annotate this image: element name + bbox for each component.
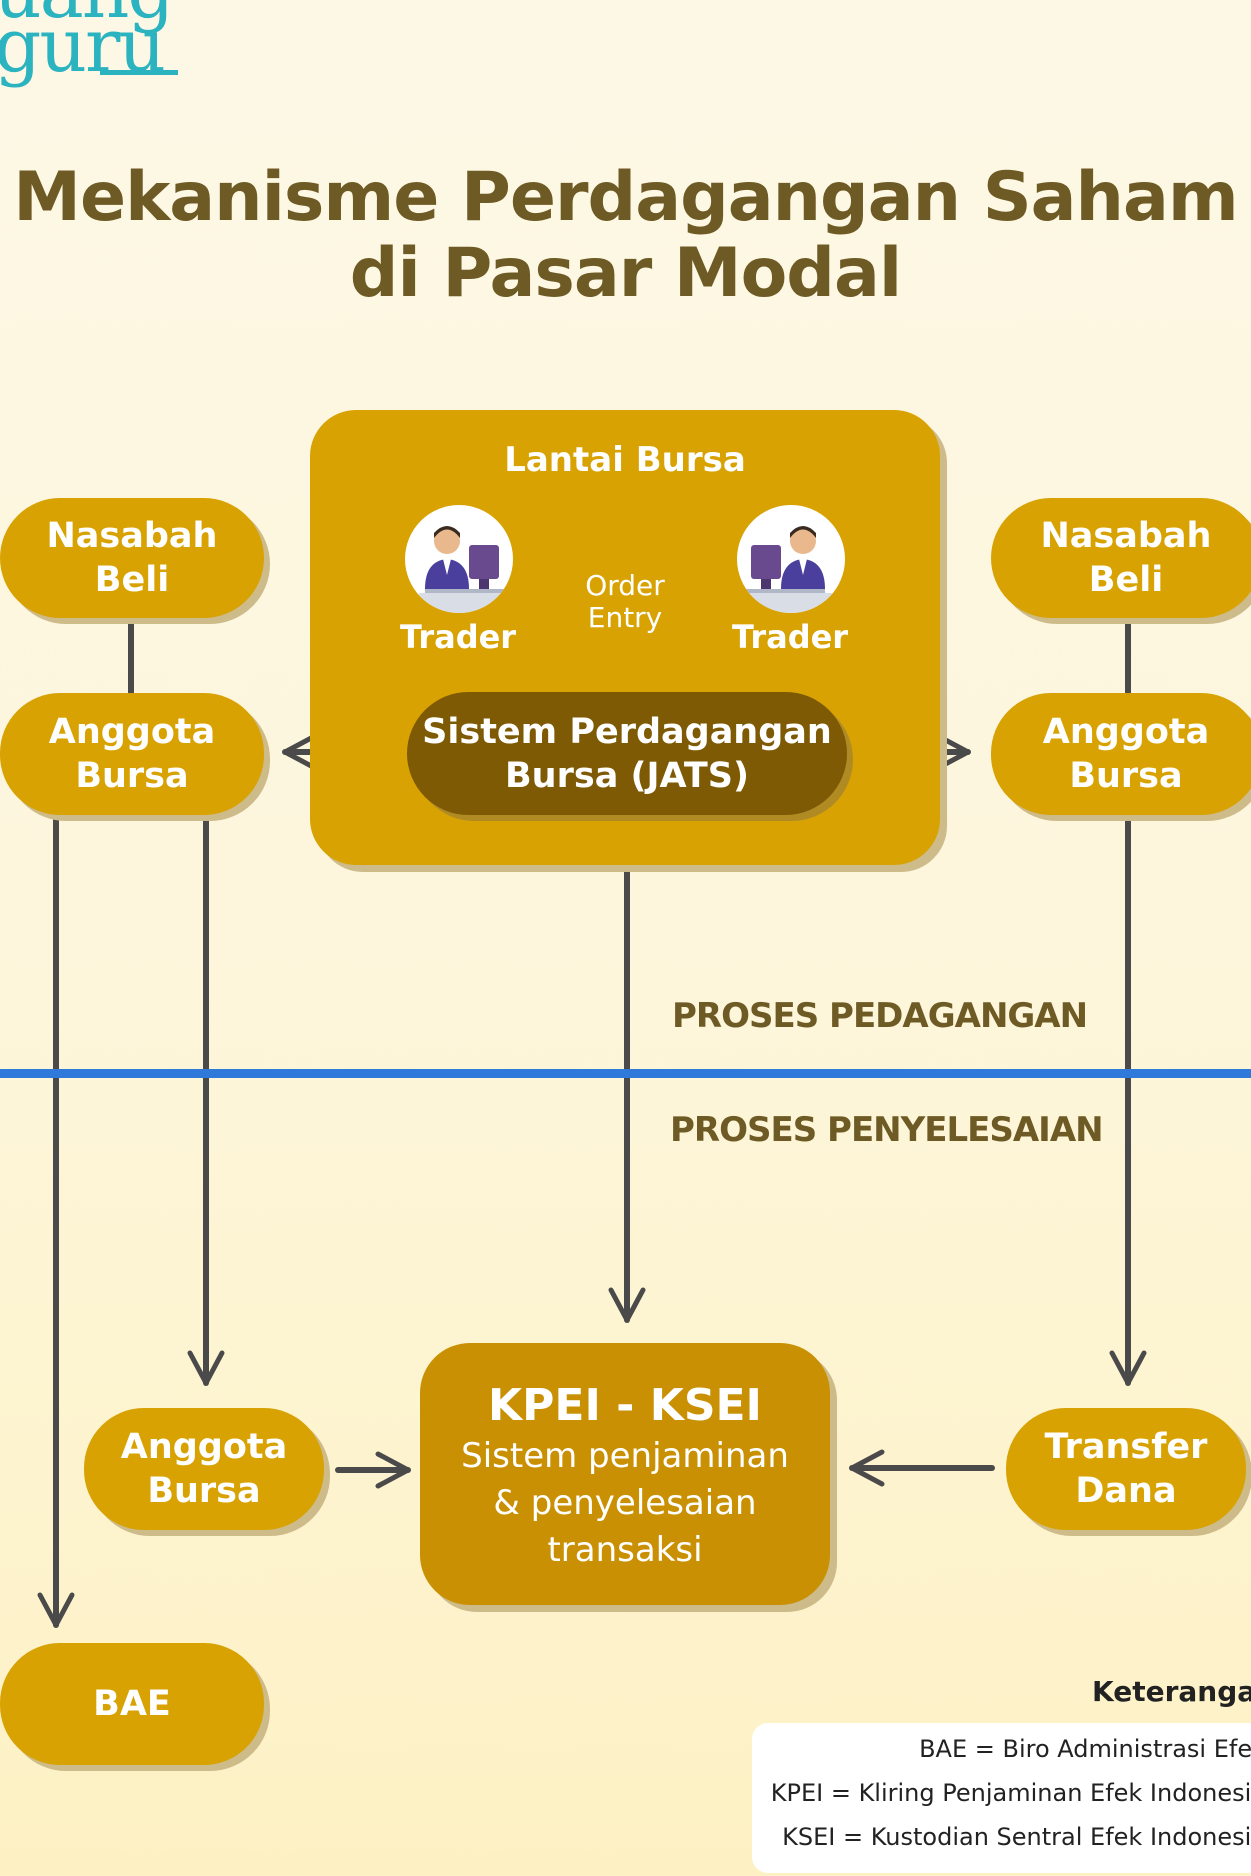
jats-system: Sistem Perdagangan Bursa (JATS) <box>407 692 847 815</box>
trader-right-icon <box>737 505 845 613</box>
order-entry-line-1: Order <box>585 569 665 602</box>
node-nasabah-beli-left: Nasabah Beli <box>0 498 264 618</box>
section-label-settlement: PROSES PENYELESAIAN <box>670 1110 1104 1150</box>
trader-left-icon <box>405 505 513 613</box>
legend-item-kpei: KPEI = Kliring Penjaminan Efek Indonesia <box>770 1779 1251 1807</box>
node-anggota-left-line-1: Anggota <box>48 712 216 752</box>
node-anggota-bottom-line-2: Bursa <box>147 1471 261 1511</box>
kpei-title: KPEI - KSEI <box>488 1380 762 1431</box>
kpei-ksei-box: KPEI - KSEI Sistem penjaminan & penyeles… <box>420 1343 830 1605</box>
kpei-line-2: & penyelesaian <box>493 1483 757 1523</box>
node-transfer-dana: Transfer Dana <box>1006 1408 1246 1530</box>
order-entry-label: Order Entry <box>560 570 690 634</box>
legend-item-bae: BAE = Biro Administrasi Efek <box>919 1735 1251 1763</box>
node-nasabah-beli-right: Nasabah Beli <box>991 498 1251 618</box>
node-nasabah-left-line-2: Beli <box>94 560 170 600</box>
node-anggota-bursa-left: Anggota Bursa <box>0 693 264 815</box>
section-label-trading: PROSES PEDAGANGAN <box>672 996 1088 1036</box>
order-entry-line-2: Entry <box>587 601 663 634</box>
node-anggota-bursa-bottom: Anggota Bursa <box>84 1408 324 1530</box>
legend-item-ksei: KSEI = Kustodian Sentral Efek Indonesia <box>782 1823 1251 1851</box>
page-title-line-2: di Pasar Modal <box>349 234 902 313</box>
brand-underline <box>100 70 178 75</box>
node-transfer-line-1: Transfer <box>1044 1427 1208 1467</box>
node-nasabah-right-line-1: Nasabah <box>1040 516 1212 556</box>
trader-left-label: Trader <box>400 618 517 656</box>
node-transfer-line-2: Dana <box>1075 1471 1177 1511</box>
node-bae-label: BAE <box>93 1684 171 1724</box>
jats-line-2: Bursa (JATS) <box>505 755 749 796</box>
section-divider <box>0 1069 1251 1078</box>
node-anggota-right-line-2: Bursa <box>1069 756 1183 796</box>
jats-line-1: Sistem Perdagangan <box>422 711 832 752</box>
node-nasabah-left-line-1: Nasabah <box>46 516 218 556</box>
page-title: Mekanisme Perdagangan Saham di Pasar Mod… <box>0 160 1251 312</box>
node-anggota-right-line-1: Anggota <box>1042 712 1210 752</box>
kpei-line-3: transaksi <box>547 1530 703 1570</box>
trader-right-label: Trader <box>732 618 849 656</box>
node-nasabah-right-line-2: Beli <box>1088 560 1164 600</box>
page-title-line-1: Mekanisme Perdagangan Saham <box>13 158 1238 237</box>
node-bae: BAE <box>0 1643 264 1765</box>
legend-box: BAE = Biro Administrasi Efek KPEI = Klir… <box>752 1723 1251 1873</box>
legend-title: Keterangan <box>1092 1675 1251 1708</box>
node-anggota-left-line-2: Bursa <box>75 756 189 796</box>
lantai-bursa-title: Lantai Bursa <box>504 440 746 480</box>
node-anggota-bottom-line-1: Anggota <box>120 1427 288 1467</box>
kpei-line-1: Sistem penjaminan <box>461 1436 789 1476</box>
node-anggota-bursa-right: Anggota Bursa <box>991 693 1251 815</box>
